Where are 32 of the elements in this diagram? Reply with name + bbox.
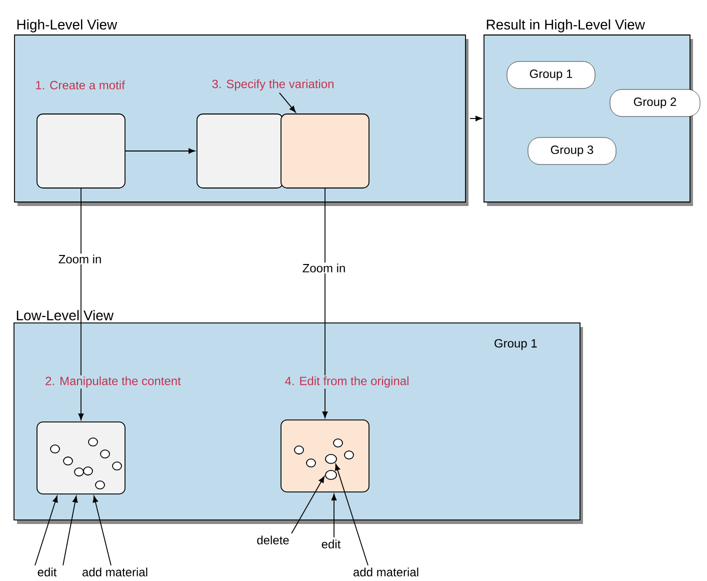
step-label: 4. Edit from the original <box>284 375 410 389</box>
annotation-label: delete <box>257 536 289 544</box>
content-box <box>36 114 126 188</box>
group-pill: Group 2 <box>610 89 700 117</box>
annotation-label: add material <box>354 568 418 576</box>
node-label: Result in High-Level View <box>486 19 646 32</box>
annotation-label: add material <box>82 568 148 576</box>
annotation-label: edit <box>322 540 341 548</box>
arrow <box>78 188 84 420</box>
arrow <box>331 494 337 538</box>
edge-label: Zoom in <box>57 254 103 264</box>
arrow <box>125 148 196 154</box>
step-label: 3. Specify the variation <box>212 79 334 91</box>
step-label: 2. Manipulate the content <box>44 375 182 389</box>
arrow <box>322 188 328 418</box>
edge-label: Zoom in <box>301 262 347 274</box>
node-label: Low-Level View <box>16 310 114 320</box>
content-box <box>280 420 370 492</box>
arrow <box>62 496 78 566</box>
arrow <box>278 92 296 113</box>
group-pill: Group 1 <box>506 61 596 89</box>
arrow <box>92 496 112 566</box>
content-box <box>36 422 126 494</box>
group-pill: Group 3 <box>528 137 616 165</box>
arrow <box>470 116 482 122</box>
arrow <box>34 496 58 566</box>
node-label: High-Level View <box>17 19 118 32</box>
arrow <box>334 464 368 566</box>
annotation-label: edit <box>38 568 57 576</box>
content-box <box>196 114 284 188</box>
step-label: 1. Create a motif <box>34 80 126 90</box>
content-box <box>280 114 370 188</box>
